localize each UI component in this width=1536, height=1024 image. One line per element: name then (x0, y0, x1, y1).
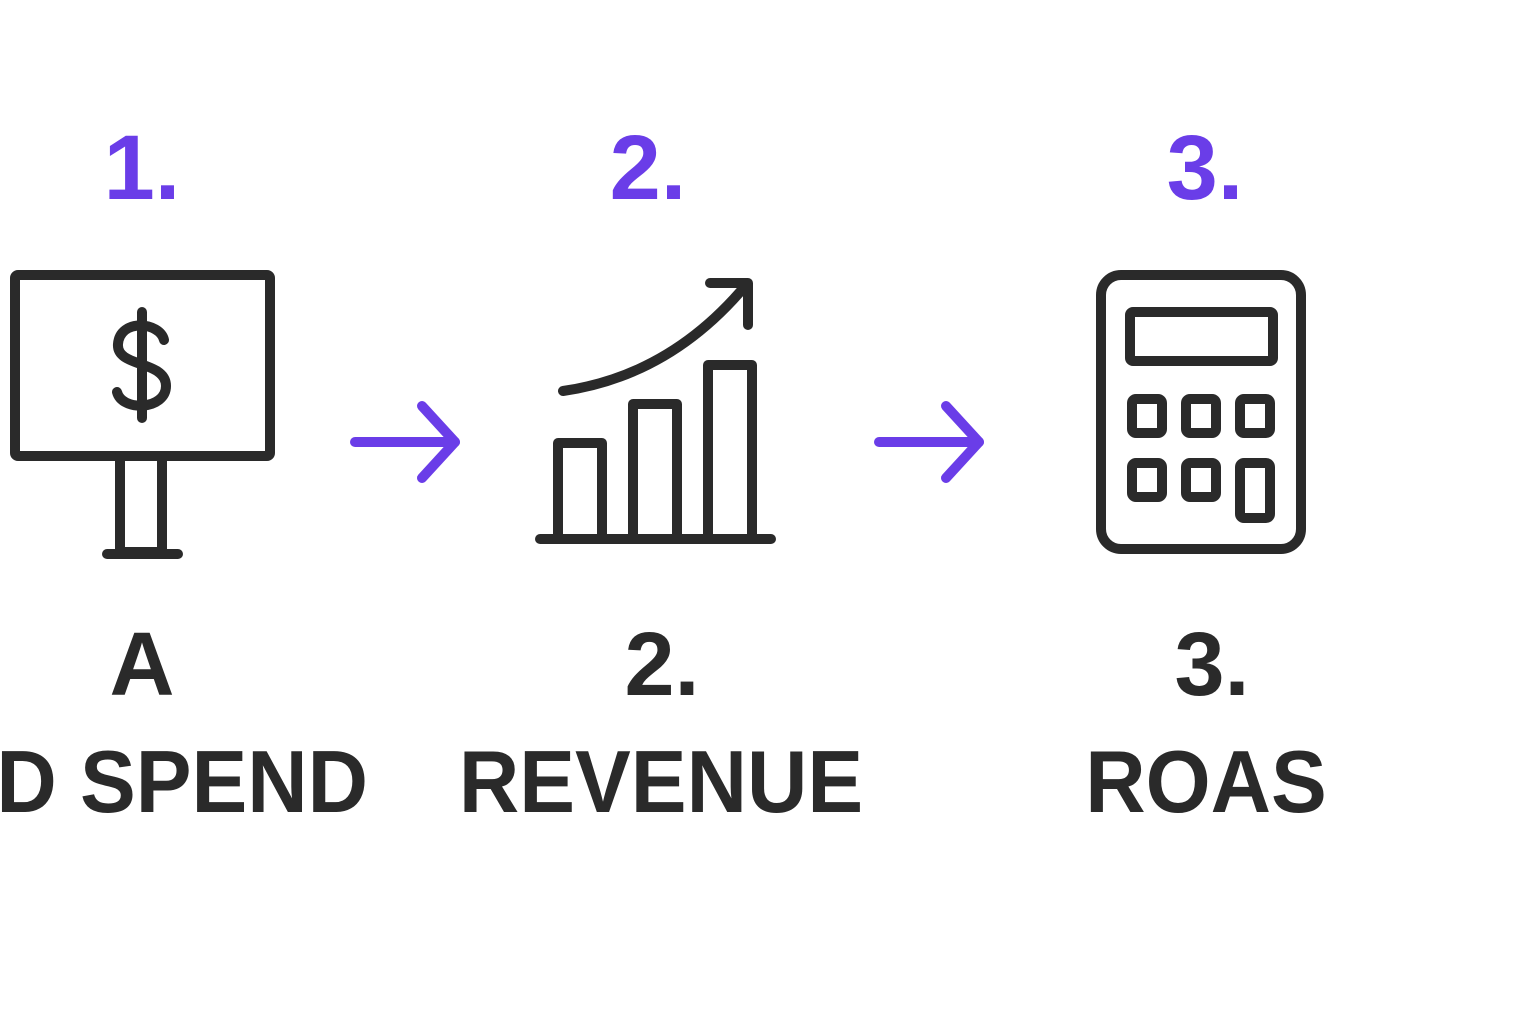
arrow-right-icon-2 (874, 401, 984, 483)
arrow-right-icon-1 (350, 401, 460, 483)
billboard-dollar-icon (10, 270, 275, 559)
step-3-subtitle: 3. (1174, 615, 1250, 715)
step-3-label: ROAS (1085, 732, 1327, 831)
step-2-subtitle: 2. (624, 615, 700, 715)
step-2-number: 2. (609, 117, 687, 219)
step-1-subtitle: A (109, 615, 175, 715)
step-2-label: REVENUE (458, 732, 864, 831)
step-1-label: AD SPEND (0, 732, 369, 831)
step-3-number: 3. (1166, 117, 1244, 219)
step-1-number: 1. (103, 117, 181, 219)
growth-chart-icon (535, 278, 776, 544)
calculator-icon (1096, 270, 1306, 554)
